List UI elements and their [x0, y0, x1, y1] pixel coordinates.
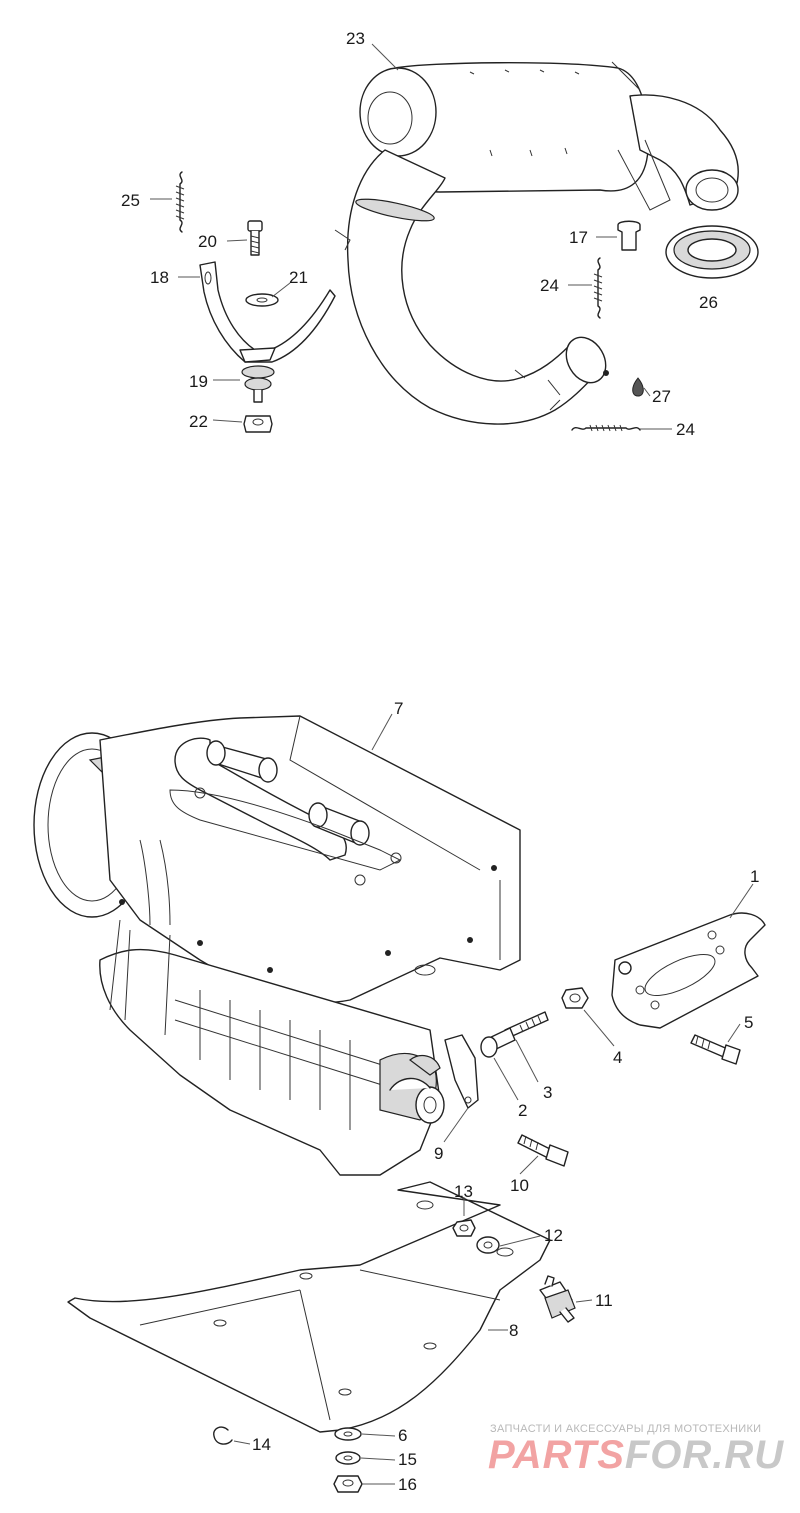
nut-part-4 — [561, 987, 589, 1009]
callout-9: 9 — [434, 1144, 443, 1163]
skid-plate-part-8 — [67, 1181, 551, 1433]
callout-7: 7 — [394, 699, 403, 718]
callout-5: 5 — [744, 1013, 753, 1032]
callout-13: 13 — [454, 1182, 473, 1201]
clip-part-14 — [213, 1426, 233, 1445]
nut-part-16 — [333, 1475, 363, 1493]
sealant-drop-part-27 — [603, 370, 644, 397]
callout-20: 20 — [198, 232, 217, 251]
callout-2: 2 — [518, 1101, 527, 1120]
watermark-tagline: ЗАПЧАСТИ И АКСЕССУАРЫ ДЛЯ МОТОТЕХНИКИ — [490, 1423, 761, 1435]
callout-26: 26 — [699, 293, 718, 312]
watermark-logo: PARTSFOR.RU — [488, 1433, 784, 1477]
callout-24-upper: 24 — [540, 276, 559, 295]
callout-25: 25 — [121, 191, 140, 210]
bolt-part-10 — [517, 1134, 569, 1167]
watermark-logo-for-ru: FOR.RU — [625, 1433, 784, 1477]
callout-6: 6 — [398, 1426, 407, 1445]
rubber-mount-part-11 — [539, 1275, 576, 1323]
callout-19: 19 — [189, 372, 208, 391]
gasket-part-26 — [665, 225, 759, 279]
washer-part-15 — [335, 1451, 361, 1465]
nut-part-22 — [243, 415, 273, 433]
callout-14: 14 — [252, 1435, 271, 1454]
cap-part-17 — [617, 220, 641, 251]
bolt-part-5 — [690, 1034, 741, 1065]
spring-part-24-upper — [593, 257, 603, 319]
callout-8: 8 — [509, 1321, 518, 1340]
bracket-part-18 — [199, 261, 336, 363]
callout-4: 4 — [613, 1048, 622, 1067]
callout-21: 21 — [289, 268, 308, 287]
callout-1: 1 — [750, 867, 759, 886]
washer-part-12 — [476, 1236, 500, 1254]
washer-part-21 — [245, 293, 279, 307]
bracket-part-9 — [444, 1034, 479, 1109]
callout-18: 18 — [150, 268, 169, 287]
spring-part-24-lower — [571, 424, 641, 432]
mounting-plate-part-1 — [611, 912, 766, 1029]
callout-labels: 23 25 20 18 21 19 22 17 24 26 27 24 7 1 … — [121, 29, 759, 1494]
callout-22: 22 — [189, 412, 208, 431]
muffler-part — [334, 61, 739, 425]
washer-part-6 — [334, 1427, 362, 1441]
callout-12: 12 — [544, 1226, 563, 1245]
nut-part-13 — [452, 1219, 476, 1237]
watermark-logo-parts: PARTS — [488, 1433, 625, 1477]
watermark: ЗАПЧАСТИ И АКСЕССУАРЫ ДЛЯ МОТОТЕХНИКИ PA… — [488, 1423, 784, 1477]
callout-17: 17 — [569, 228, 588, 247]
callout-10: 10 — [510, 1176, 529, 1195]
bolt-part-20 — [247, 220, 263, 256]
callout-15: 15 — [398, 1450, 417, 1469]
leader-lines — [150, 43, 754, 1485]
rubber-mount-part-19 — [241, 365, 275, 403]
callout-24-lower: 24 — [676, 420, 695, 439]
callout-27: 27 — [652, 387, 671, 406]
spacer-part-2 — [480, 1027, 516, 1058]
engine-part-7 — [33, 715, 521, 1176]
callout-3: 3 — [543, 1083, 552, 1102]
callout-23: 23 — [346, 29, 365, 48]
callout-16: 16 — [398, 1475, 417, 1494]
callout-11: 11 — [595, 1291, 613, 1310]
spring-part-25 — [175, 171, 185, 233]
